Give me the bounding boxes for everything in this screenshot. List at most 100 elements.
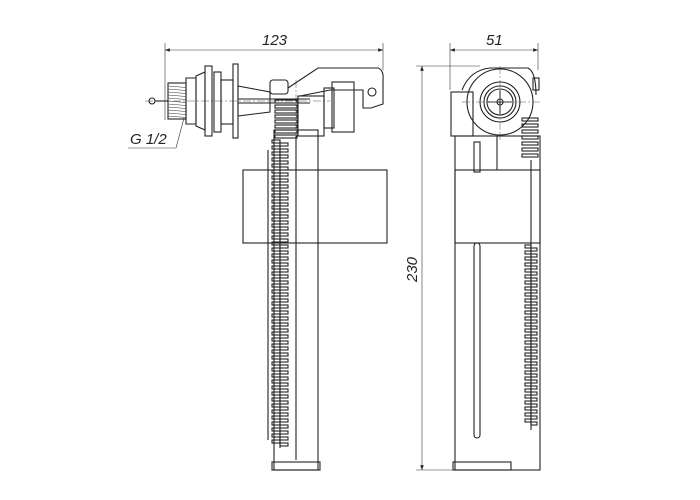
drawing-stroke — [274, 119, 298, 124]
drawing-stroke — [279, 256, 289, 261]
drawing-stroke — [524, 376, 532, 381]
drawing-stroke — [530, 253, 538, 258]
drawing-stroke — [271, 313, 281, 318]
drawing-stroke — [279, 166, 289, 171]
drawing-stroke — [271, 301, 281, 306]
drawing-stroke — [279, 400, 289, 405]
drawing-stroke — [271, 379, 281, 384]
drawing-stroke — [271, 355, 281, 360]
drawing-stroke — [524, 280, 532, 285]
drawing-stroke — [167, 85, 187, 88]
drawing-stroke — [271, 433, 281, 438]
drawing-stroke — [167, 88, 187, 91]
drawing-stroke — [271, 403, 281, 408]
drawing-stroke — [524, 316, 532, 321]
drawing-stroke — [274, 99, 298, 104]
drawing-stroke — [279, 316, 289, 321]
drawing-stroke — [521, 141, 539, 146]
drawing-stroke — [271, 259, 281, 264]
drawing-stroke — [530, 307, 538, 312]
drawing-stroke — [167, 103, 187, 106]
drawing-stroke — [271, 175, 281, 180]
drawing-stroke — [271, 289, 281, 294]
drawing-stroke — [271, 265, 281, 270]
drawing-stroke — [524, 340, 532, 345]
drawing-stroke — [279, 214, 289, 219]
drawing-stroke — [279, 394, 289, 399]
drawing-stroke — [271, 199, 281, 204]
drawing-stroke — [274, 109, 298, 114]
drawing-stroke — [271, 211, 281, 216]
drawing-stroke — [274, 124, 298, 129]
drawing-stroke — [279, 232, 289, 237]
drawing-stroke — [271, 409, 281, 414]
drawing-stroke — [524, 370, 532, 375]
drawing-stroke — [279, 310, 289, 315]
drawing-stroke — [167, 91, 187, 94]
drawing-stroke — [271, 427, 281, 432]
drawing-stroke — [530, 361, 538, 366]
drawing-stroke — [279, 274, 289, 279]
drawing-stroke — [271, 169, 281, 174]
drawing-stroke — [167, 112, 187, 115]
drawing-stroke — [279, 328, 289, 333]
float — [242, 169, 388, 244]
drawing-stroke — [524, 388, 532, 393]
drawing-stroke — [167, 106, 187, 109]
drawing-stroke — [279, 154, 289, 159]
drawing-stroke — [271, 367, 281, 372]
drawing-stroke — [524, 292, 532, 297]
drawing-stroke — [530, 403, 538, 408]
drawing-stroke — [271, 235, 281, 240]
drawing-stroke — [530, 355, 538, 360]
drawing-stroke — [279, 286, 289, 291]
drawing-stroke — [271, 337, 281, 342]
drawing-stroke — [271, 331, 281, 336]
drawing-stroke — [524, 256, 532, 261]
drawing-stroke — [524, 400, 532, 405]
drawing-stroke — [279, 436, 289, 441]
drawing-stroke — [271, 157, 281, 162]
drawing-stroke — [271, 223, 281, 228]
drawing-stroke — [274, 104, 298, 109]
drawing-stroke — [271, 193, 281, 198]
drawing-stroke — [279, 202, 289, 207]
drawing-stroke — [279, 244, 289, 249]
drawing-stroke — [530, 313, 538, 318]
drawing-stroke — [279, 424, 289, 429]
drawing-stroke — [524, 418, 532, 423]
drawing-stroke — [279, 148, 289, 153]
drawing-stroke — [271, 307, 281, 312]
drawing-stroke — [530, 277, 538, 282]
drawing-stroke — [530, 397, 538, 402]
drawing-stroke — [167, 109, 187, 112]
drawing-stroke — [279, 208, 289, 213]
drawing-stroke — [524, 358, 532, 363]
drawing-stroke — [530, 247, 538, 252]
drawing-stroke — [279, 160, 289, 165]
drawing-stroke — [271, 415, 281, 420]
drawing-stroke — [530, 421, 538, 426]
drawing-stroke — [530, 337, 538, 342]
drawing-stroke — [279, 238, 289, 243]
drawing-stroke — [279, 304, 289, 309]
drawing-stroke — [530, 367, 538, 372]
drawing-stroke — [530, 379, 538, 384]
drawing-stroke — [167, 94, 187, 97]
drawing-stroke — [530, 385, 538, 390]
drawing-stroke — [530, 271, 538, 276]
drawing-stroke — [279, 184, 289, 189]
drawing-stroke — [279, 268, 289, 273]
drawing-stroke — [279, 292, 289, 297]
dimension-width-label: 123 — [262, 32, 288, 49]
drawing-stroke — [271, 187, 281, 192]
drawing-stroke — [524, 412, 532, 417]
drawing-stroke — [530, 391, 538, 396]
front-view: 51 230 — [404, 32, 541, 471]
drawing-stroke — [271, 271, 281, 276]
drawing-stroke — [530, 295, 538, 300]
drawing-stroke — [279, 280, 289, 285]
drawing-stroke — [271, 283, 281, 288]
drawing-stroke — [524, 394, 532, 399]
drawing-stroke — [524, 286, 532, 291]
